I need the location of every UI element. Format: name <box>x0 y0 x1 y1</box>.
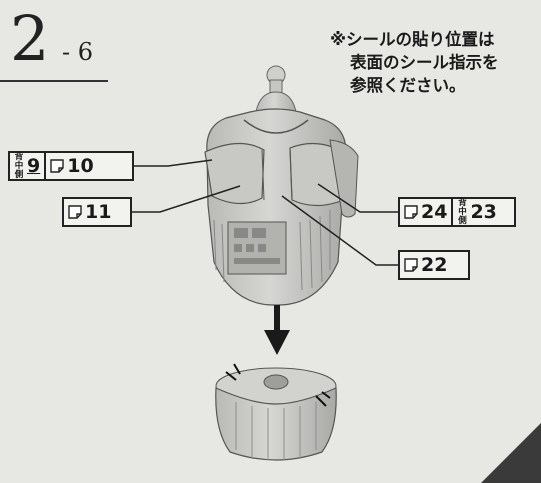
front-sticker-cell: 10 <box>44 153 97 179</box>
sticker-number: 24 <box>421 200 448 223</box>
sticker-icon <box>50 159 64 173</box>
back-side-cell: 背中側 23 <box>451 197 500 226</box>
sticker-number: 11 <box>85 200 112 223</box>
waist-part <box>215 363 337 461</box>
torso-part <box>204 108 359 306</box>
sticker-icon <box>68 205 82 219</box>
note-line-2: 表面のシール指示を <box>350 53 499 72</box>
front-sticker-cell: 22 <box>400 252 451 278</box>
sticker-number: 10 <box>67 154 94 177</box>
leader-lines <box>131 159 398 266</box>
back-sticker-number: 23 <box>470 200 497 223</box>
step-underline <box>0 80 108 82</box>
step-number: 2 <box>10 2 50 75</box>
sticker-box-24-23: 24 背中側 23 <box>398 197 516 227</box>
front-sticker-cell: 24 <box>400 199 451 225</box>
down-arrow-icon <box>264 305 290 355</box>
sticker-box-9-10: 背中側 9 10 <box>8 151 134 181</box>
back-side-label: 背中側 <box>458 197 467 226</box>
note-line-3: 参照ください。 <box>350 76 466 95</box>
back-side-label: 背中側 <box>14 151 24 180</box>
sticker-box-11: 11 <box>62 197 132 227</box>
sticker-box-22: 22 <box>398 250 470 280</box>
sticker-icon <box>404 205 418 219</box>
sticker-icon <box>404 258 418 272</box>
sticker-note: ※シールの貼り位置は 表面のシール指示を 参照ください。 <box>330 28 530 97</box>
page-corner-mark <box>481 423 541 483</box>
sticker-number: 22 <box>421 253 448 276</box>
front-sticker-cell: 11 <box>64 199 115 225</box>
back-sticker-number: 9 <box>27 154 41 177</box>
back-side-cell: 背中側 9 <box>10 151 44 180</box>
step-sub-number: - 6 <box>62 38 94 66</box>
note-line-1: ※シールの貼り位置は <box>330 30 495 49</box>
